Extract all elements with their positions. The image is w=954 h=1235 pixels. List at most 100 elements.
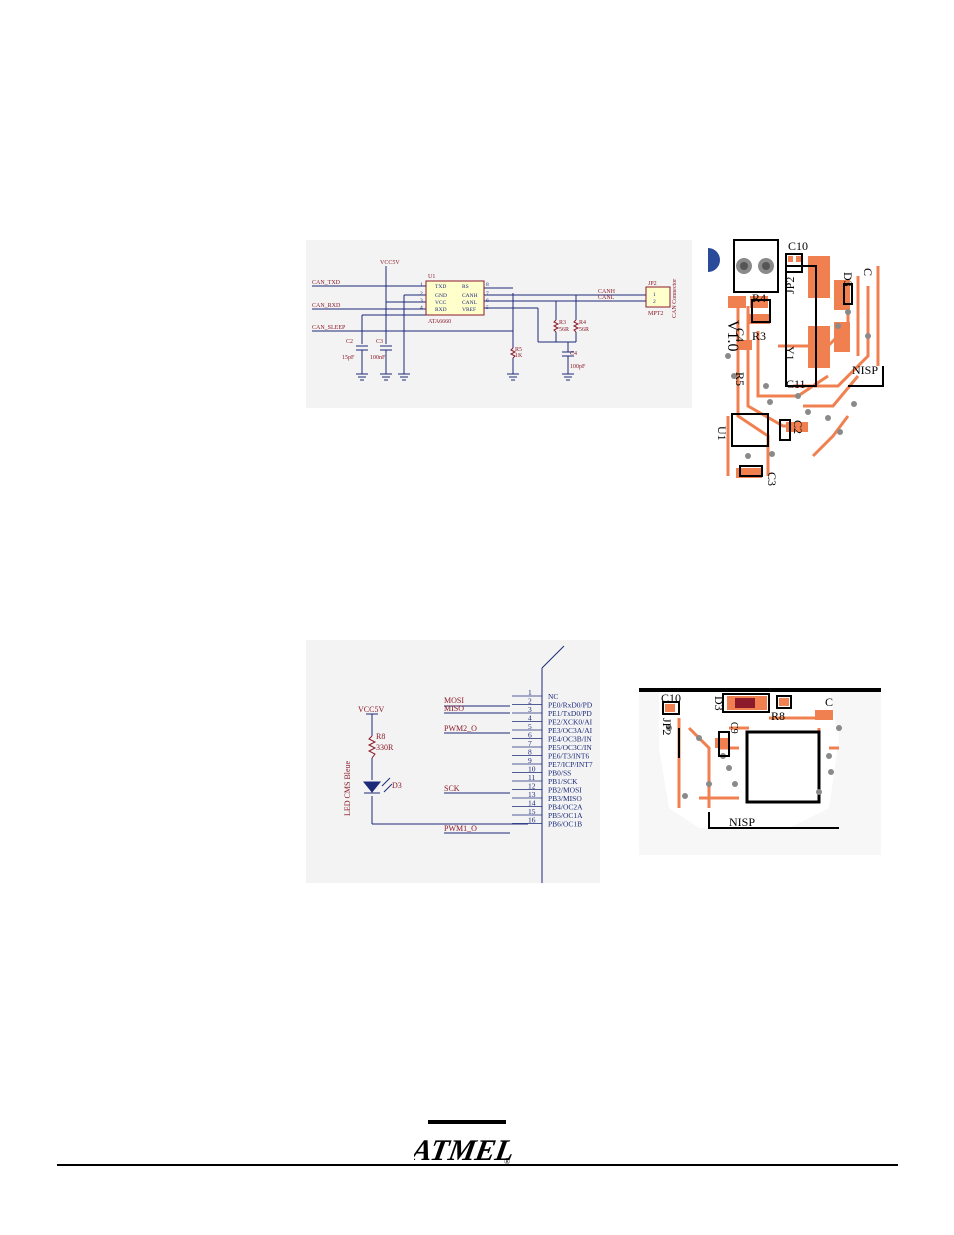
pcb-label-c4: C4	[733, 328, 747, 342]
ic-pin-left-num: 4	[420, 305, 423, 311]
ic-pin-right: CANL	[462, 300, 478, 306]
led-pcb-view: C10 D3 R8 C JP2 C9 NISP	[639, 688, 881, 855]
ic-pin-right-num: 6	[486, 298, 489, 304]
mcu-pin-label: PE6/T3/INT6	[548, 752, 589, 761]
ic-part: ATA6660	[428, 319, 451, 325]
mcu-pin-label: PE4/OC3B/IN	[548, 735, 592, 744]
c4-ref: C4	[570, 351, 577, 357]
pcb2-label-r8: R8	[771, 709, 785, 723]
ic-pin-right-num: 7	[486, 291, 489, 297]
r8-ref: R8	[376, 732, 385, 741]
pcb-label-y1: Y1	[783, 346, 797, 361]
ic-u1-body	[425, 280, 485, 316]
ic-ref: U1	[428, 274, 435, 280]
mcu-pin-num: 11	[528, 773, 535, 782]
atmel-logo: ATMEL ®	[414, 1120, 514, 1166]
c2-value: 15pF	[342, 355, 355, 361]
pcb-label-version: V1.0	[724, 320, 741, 352]
can-pcb-view: C10 JP2 D3 C V1.0 R4 R3 C4 R5 Y1 C11 NIS…	[708, 236, 894, 504]
pcb-label-r4: R4	[752, 291, 766, 305]
net-sck: SCK	[444, 784, 460, 793]
mcu-pin-num: 5	[528, 722, 532, 731]
led-label: LED CMS Bleue	[343, 760, 352, 816]
pcb-label-c2: C2	[791, 420, 805, 434]
logo-text: ATMEL	[414, 1133, 514, 1166]
vcc-label: VCC5V	[380, 260, 400, 266]
pcb-label-c: C	[861, 268, 875, 276]
can-schematic: VCC5V U1 ATA6660 CAN_TXD CAN_RXD CAN_SLE…	[306, 240, 692, 408]
jp2-part: MPT2	[648, 311, 663, 317]
r5-value: 1K	[515, 353, 523, 359]
mcu-pin-num: 9	[528, 756, 532, 765]
mcu-pin-label: PE3/OC3A/AI	[548, 726, 593, 735]
mcu-pin-label: PB6/OC1B	[548, 820, 582, 829]
pcb-label-nisp: NISP	[852, 363, 878, 377]
mcu-pin-num: 2	[528, 697, 532, 706]
pcb2-label-c: C	[825, 695, 833, 709]
pcb-label-r5: R5	[733, 372, 747, 386]
pcb2-label-c10: C10	[661, 691, 681, 705]
d3-ref: D3	[392, 781, 402, 790]
mcu-pin-num: 10	[528, 765, 536, 774]
registered-mark: ®	[504, 1157, 510, 1166]
pcb2-label-d3: D3	[712, 696, 726, 711]
r8-value: 330R	[376, 743, 394, 752]
mcu-pin-num: 8	[528, 748, 532, 757]
net-can-rxd: CAN_RXD	[312, 303, 341, 309]
ic-pin-right: VREF	[462, 307, 476, 313]
mcu-pin-label: PE5/OC3C/IN	[548, 743, 592, 752]
pcb2-label-jp2: JP2	[660, 718, 674, 735]
jp2-pin1: 1	[653, 292, 656, 298]
pcb-label-d3: D3	[841, 272, 855, 287]
mcu-pin-num: 6	[528, 731, 532, 740]
c3-ref: C3	[376, 339, 383, 345]
net-pwm1: PWM1_O	[444, 824, 477, 833]
pcb-label-u1: U1	[715, 426, 729, 441]
pcb2-label-c9: C9	[728, 722, 739, 734]
c3-value: 100nF	[370, 355, 386, 361]
mcu-pin-label: PB2/MOSI	[548, 786, 582, 795]
r3-value: 56R	[559, 327, 569, 333]
net-mosi: MOSI	[444, 696, 464, 705]
net-can-txd: CAN_TXD	[312, 280, 341, 286]
pcb2-label-nisp: NISP	[729, 815, 755, 829]
mcu-pin-num: 13	[528, 790, 536, 799]
r3-ref: R3	[559, 320, 566, 326]
jp2-pin2: 2	[653, 299, 656, 305]
led-vcc-label: VCC5V	[358, 705, 384, 714]
pcb-label-c3: C3	[765, 472, 779, 486]
mcu-pin-num: 12	[528, 782, 536, 791]
mcu-pin-num: 16	[528, 816, 536, 825]
mcu-pin-label: PB1/SCK	[548, 777, 578, 786]
led-schematic: VCC5V R8 330R D3 LED CMS Bleue MOSI MISO…	[306, 640, 600, 883]
r4-value: 56R	[579, 327, 589, 333]
mcu-pin-num: 15	[528, 807, 536, 816]
mcu-pin-num: 4	[528, 714, 532, 723]
r5-ref: R5	[515, 347, 522, 353]
mcu-pin-num: 7	[528, 739, 532, 748]
c2-ref: C2	[346, 339, 353, 345]
pcb-label-c10: C10	[788, 239, 808, 253]
ic-pin-left-num: 1	[420, 282, 423, 288]
pcb-label-jp2: JP2	[783, 277, 797, 294]
mcu-pin-label: NC	[548, 692, 558, 701]
net-canl: CANL	[598, 295, 615, 301]
net-can-sleep: CAN_SLEEP	[312, 325, 346, 331]
mcu-pin-label: PE1/TxD0/PD	[548, 709, 592, 718]
jp2-body	[645, 286, 671, 308]
ic-pin-left: TXD	[435, 284, 446, 290]
ic-pin-right: CANH	[462, 293, 478, 299]
net-pwm2: PWM2_O	[444, 724, 477, 733]
mcu-pin-label: PB0/SS	[548, 769, 571, 778]
ic-pin-left: VCC	[435, 300, 447, 306]
r4-ref: R4	[579, 320, 586, 326]
net-canh: CANH	[598, 289, 616, 295]
ic-pin-right: RS	[462, 284, 469, 290]
pcb-label-r3: R3	[752, 329, 766, 343]
mcu-pin-label: PE0/RxD0/PD	[548, 701, 593, 710]
net-miso: MISO	[444, 704, 464, 713]
jp2-ref: JP2	[648, 281, 657, 287]
mcu-pin-label: PB4/OC2A	[548, 803, 583, 812]
footer-rule	[57, 1164, 898, 1166]
mcu-pin-label: PE2/XCK0/AI	[548, 718, 593, 727]
